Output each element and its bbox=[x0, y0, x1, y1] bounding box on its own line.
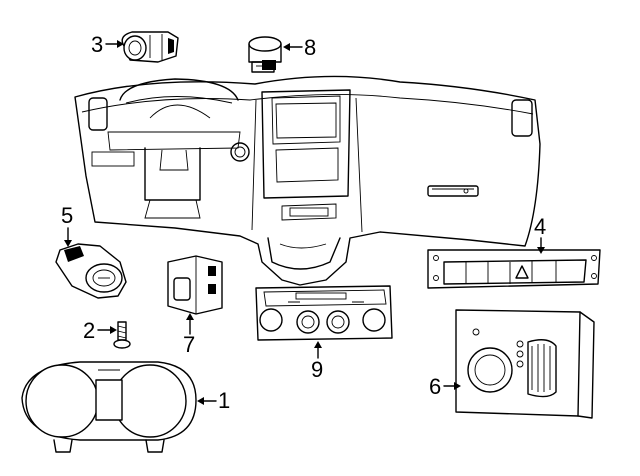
callout-3: 3 bbox=[91, 32, 104, 57]
part-9-climate-control-illustration bbox=[255, 285, 393, 341]
callout-9: 9 bbox=[311, 357, 324, 382]
callout-4: 4 bbox=[534, 214, 547, 239]
part-1-instrument-cluster-illustration bbox=[21, 361, 197, 453]
instrument-panel-illustration bbox=[74, 75, 541, 286]
callout-2: 2 bbox=[83, 318, 96, 343]
callout-8: 8 bbox=[304, 35, 317, 60]
part-8-switch-illustration bbox=[248, 36, 282, 73]
part-2-screw-illustration bbox=[113, 321, 131, 349]
callout-5: 5 bbox=[61, 203, 74, 228]
part-7-switch-illustration bbox=[167, 255, 223, 315]
callout-1: 1 bbox=[218, 388, 231, 413]
part-6-headlamp-switch-illustration bbox=[455, 309, 595, 419]
callout-7: 7 bbox=[183, 332, 196, 357]
part-5-ignition-switch-illustration bbox=[55, 243, 127, 299]
callout-6: 6 bbox=[429, 374, 442, 399]
leader-lines bbox=[64, 40, 545, 405]
part-4-switch-bank-illustration bbox=[427, 249, 601, 289]
part-3-switch-illustration bbox=[121, 31, 179, 63]
